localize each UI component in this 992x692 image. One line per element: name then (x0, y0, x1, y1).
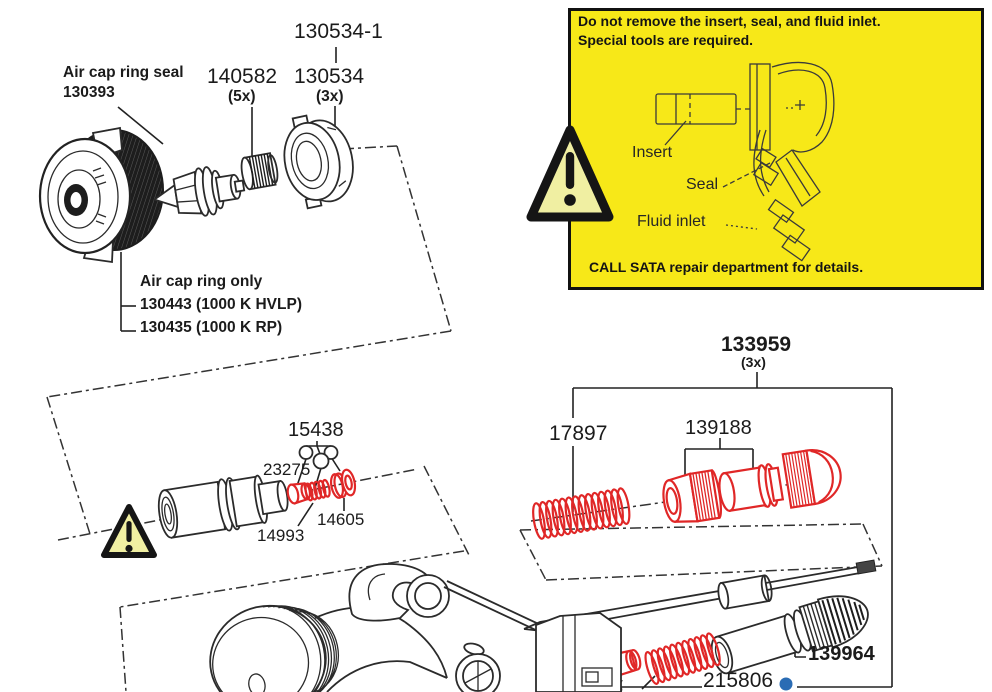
leader-lines (117, 47, 893, 692)
nozzle-139964-drawing (710, 595, 869, 675)
spray-gun-body-drawing (209, 563, 622, 692)
air-cap-ring-seal-name: Air cap ring seal (63, 64, 184, 81)
blue-dot-marker (779, 677, 793, 691)
part-label-140582: 140582 (207, 65, 278, 88)
plug-140582-drawing (240, 152, 279, 191)
rings-14605-drawing (329, 468, 357, 499)
warning-triangle-icon-small (101, 504, 157, 558)
seal-label: Seal (686, 176, 719, 193)
part-label-14993: 14993 (257, 526, 305, 545)
fluid-inlet-label: Fluid inlet (637, 213, 706, 230)
part-label-130534-1: 130534-1 (294, 20, 383, 43)
part-label-215806: 215806 (703, 669, 774, 692)
screws-15438-drawing (298, 445, 339, 470)
warning-triangle-icon-large (526, 125, 614, 222)
sleeve-139188-drawing (718, 463, 785, 513)
part-qty-130534: (3x) (316, 88, 344, 105)
warning-text-line1: Do not remove the insert, seal, and flui… (578, 13, 881, 29)
part-label-130435: 130435 (1000 K RP) (140, 319, 283, 336)
part-label-23275: 23275 (263, 460, 311, 479)
seal-23275-drawing (286, 482, 312, 505)
nut-139188-drawing (662, 469, 723, 523)
part-label-133959: 133959 (721, 333, 792, 356)
warning-footer-text: CALL SATA repair department for details. (589, 259, 864, 275)
ring-130534-drawing (283, 114, 354, 210)
warning-text-line2: Special tools are required. (578, 32, 754, 48)
fluid-nozzle-drawing (152, 166, 246, 217)
warning-box-gun-sketch (655, 61, 835, 262)
air-cap-ring-only-heading: Air cap ring only (140, 273, 263, 290)
part-qty-140582: (5x) (228, 88, 256, 105)
knob-133959-drawing (781, 449, 842, 509)
yellow-warning-box (568, 8, 984, 290)
part-label-15438: 15438 (288, 419, 344, 441)
part-label-130443: 130443 (1000 K HVLP) (140, 296, 302, 313)
part-label-139964: 139964 (808, 643, 875, 665)
part-label-130534: 130534 (294, 65, 365, 88)
air-cap-drawing (38, 126, 164, 264)
part-label-17897: 17897 (549, 422, 608, 445)
part-qty-133959: (3x) (741, 354, 766, 370)
spring-14993-drawing (303, 478, 333, 503)
part-label-139188: 139188 (685, 417, 752, 439)
air-valve-drawing (157, 474, 289, 539)
air-cap-ring-seal-number: 130393 (63, 84, 115, 101)
dash-dot-frames (46, 145, 883, 692)
insert-label: Insert (632, 144, 673, 161)
part-label-14605: 14605 (317, 510, 365, 529)
